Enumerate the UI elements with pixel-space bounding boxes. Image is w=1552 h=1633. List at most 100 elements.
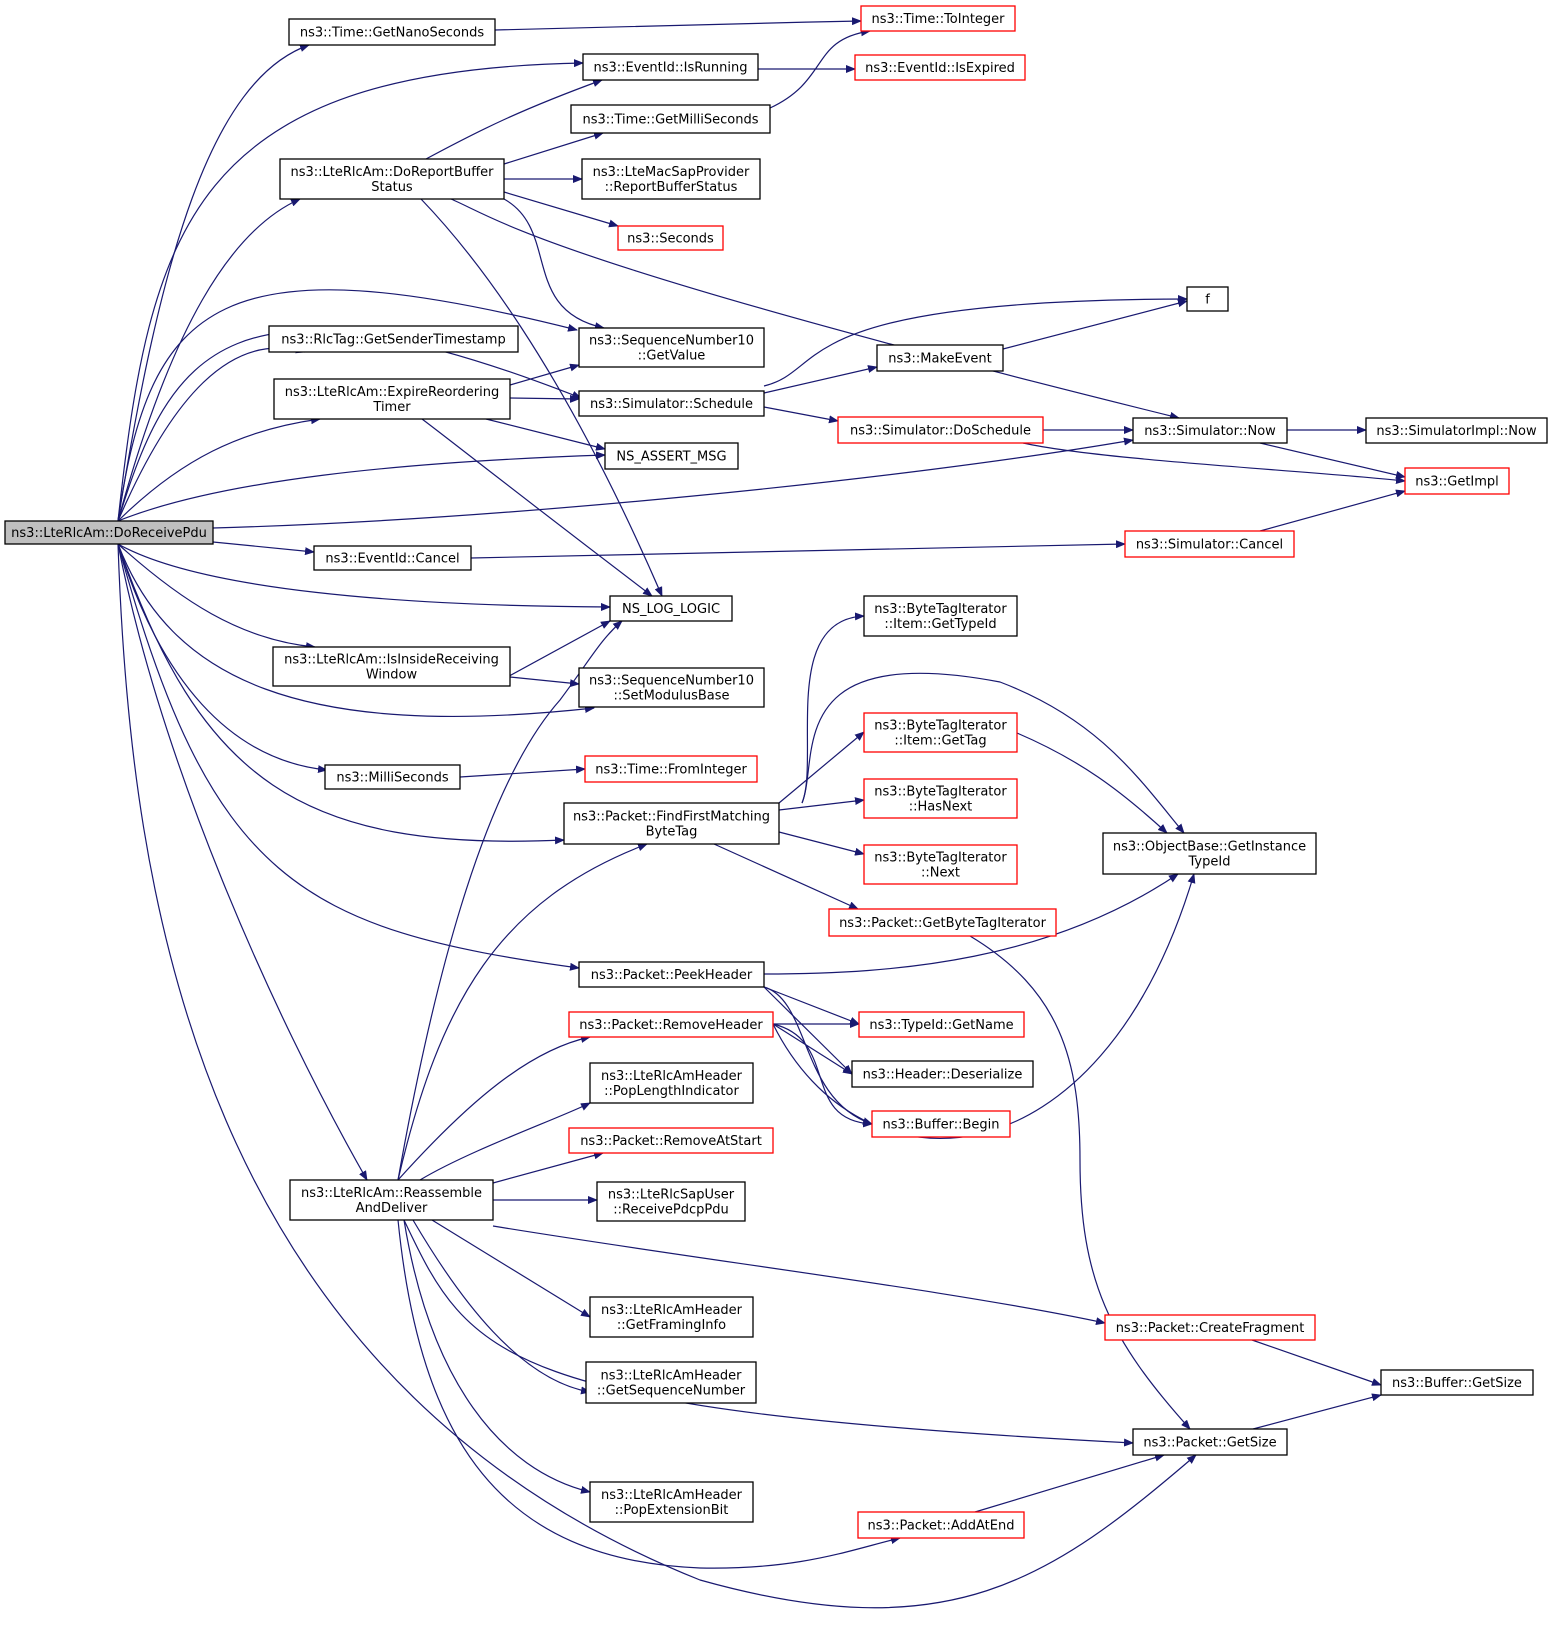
node-getbti[interactable]: ns3::Packet::GetByteTagIterator xyxy=(828,908,1057,937)
node-seconds[interactable]: ns3::Seconds xyxy=(617,225,724,251)
node-root[interactable]: ns3::LteRlcAm::DoReceivePdu xyxy=(4,520,214,545)
node-makeevent[interactable]: ns3::MakeEvent xyxy=(876,344,1004,372)
call-edge xyxy=(117,44,310,522)
node-label: ns3::LteRlcAm::DoReportBuffer xyxy=(290,165,494,180)
call-edge xyxy=(778,731,865,804)
node-popext[interactable]: ns3::LteRlcAmHeader::PopExtensionBit xyxy=(589,1481,754,1523)
node-getseqnum[interactable]: ns3::LteRlcAmHeader::GetSequenceNumber xyxy=(585,1361,757,1404)
node-label: ns3::SequenceNumber10 xyxy=(589,334,754,349)
node-nslog[interactable]: NS_LOG_LOGIC xyxy=(609,595,733,622)
node-label: ns3::LteMacSapProvider xyxy=(593,165,750,180)
node-isrunning[interactable]: ns3::EventId::IsRunning xyxy=(582,53,759,81)
node-btigettype[interactable]: ns3::ByteTagIterator::Item::GetTypeId xyxy=(863,595,1018,637)
node-deserialize[interactable]: ns3::Header::Deserialize xyxy=(851,1060,1034,1088)
call-edge xyxy=(419,1102,591,1181)
node-millisec[interactable]: ns3::MilliSeconds xyxy=(324,764,461,790)
node-label: ns3::Packet::GetSize xyxy=(1143,1436,1276,1451)
node-bufbegin[interactable]: ns3::Buffer::Begin xyxy=(871,1110,1011,1138)
node-label: ns3::Packet::CreateFragment xyxy=(1116,1321,1305,1336)
node-peek[interactable]: ns3::Packet::PeekHeader xyxy=(578,961,765,988)
node-btinext[interactable]: ns3::ByteTagIterator::Next xyxy=(863,844,1018,885)
node-label: ns3::ByteTagIterator xyxy=(874,602,1007,617)
node-label: ns3::LteRlcAm::ExpireReordering xyxy=(285,385,500,400)
node-simcancel[interactable]: ns3::Simulator::Cancel xyxy=(1124,530,1295,558)
node-label: ns3::LteRlcAmHeader xyxy=(601,1488,743,1503)
call-edge xyxy=(212,541,315,556)
node-macsap[interactable]: ns3::LteMacSapProvider::ReportBufferStat… xyxy=(581,158,761,200)
node-assert[interactable]: NS_ASSERT_MSG xyxy=(604,442,739,470)
node-removeatstart[interactable]: ns3::Packet::RemoveAtStart xyxy=(568,1127,774,1154)
call-edge xyxy=(117,543,611,611)
call-edge xyxy=(117,289,578,522)
node-label: ns3::LteRlcAm::IsInsideReceiving xyxy=(284,653,499,668)
node-btihasnext[interactable]: ns3::ByteTagIterator::HasNext xyxy=(863,778,1018,819)
node-label: ns3::Packet::GetByteTagIterator xyxy=(839,916,1047,931)
call-edge xyxy=(117,543,565,845)
call-edge xyxy=(1259,489,1406,532)
call-edge xyxy=(403,1219,591,1494)
node-framing[interactable]: ns3::LteRlcAmHeader::GetFramingInfo xyxy=(589,1296,754,1338)
node-poplen[interactable]: ns3::LteRlcAmHeader::PopLengthIndicator xyxy=(589,1062,754,1104)
node-label: ns3::Simulator::Schedule xyxy=(590,397,753,412)
call-edge xyxy=(763,365,878,394)
node-getname[interactable]: ns3::TypeId::GetName xyxy=(858,1011,1025,1038)
node-createfrag[interactable]: ns3::Packet::CreateFragment xyxy=(1104,1314,1316,1341)
node-label: ns3::SimulatorImpl::Now xyxy=(1376,424,1537,439)
call-edge xyxy=(969,935,1191,1430)
node-getimpl[interactable]: ns3::GetImpl xyxy=(1404,467,1510,495)
node-label: ns3::MilliSeconds xyxy=(336,771,449,786)
call-edge xyxy=(117,416,321,522)
call-edge xyxy=(397,843,648,1181)
node-isexpired[interactable]: ns3::EventId::IsExpired xyxy=(854,54,1026,81)
node-label: ns3::LteRlcSapUser xyxy=(608,1188,735,1203)
node-doschedule[interactable]: ns3::Simulator::DoSchedule xyxy=(837,416,1044,444)
call-edge xyxy=(713,843,859,910)
node-label: ns3::LteRlcAmHeader xyxy=(601,1303,743,1318)
node-label: ns3::GetImpl xyxy=(1415,475,1499,490)
node-simimplnow[interactable]: ns3::SimulatorImpl::Now xyxy=(1365,417,1548,444)
call-edge xyxy=(117,543,595,717)
node-label: ns3::ByteTagIterator xyxy=(874,785,1007,800)
node-btigettag[interactable]: ns3::ByteTagIterator::Item::GetTag xyxy=(863,712,1018,753)
node-simnow[interactable]: ns3::Simulator::Now xyxy=(1132,417,1288,444)
node-setmod[interactable]: ns3::SequenceNumber10::SetModulusBase xyxy=(578,667,765,708)
call-edge xyxy=(459,765,586,778)
node-label: ::Next xyxy=(921,866,960,881)
node-bufgetsize[interactable]: ns3::Buffer::GetSize xyxy=(1380,1369,1534,1396)
node-seqgetval[interactable]: ns3::SequenceNumber10::GetValue xyxy=(578,327,765,368)
call-edge xyxy=(801,612,865,804)
call-edge xyxy=(1016,732,1168,834)
node-label: ns3::Packet::FindFirstMatching xyxy=(573,810,770,825)
node-evcancel[interactable]: ns3::EventId::Cancel xyxy=(313,545,472,571)
node-label: ByteTag xyxy=(646,825,698,840)
node-label: ns3::ByteTagIterator xyxy=(874,851,1007,866)
node-label: Status xyxy=(371,180,413,195)
node-removehdr[interactable]: ns3::Packet::RemoveHeader xyxy=(568,1011,774,1038)
call-edge xyxy=(492,1151,604,1184)
node-pktgetsize[interactable]: ns3::Packet::GetSize xyxy=(1132,1428,1288,1456)
call-edge xyxy=(412,1219,591,1395)
node-frominteger[interactable]: ns3::Time::FromInteger xyxy=(584,755,758,783)
node-rlcsap[interactable]: ns3::LteRlcSapUser::ReceivePdcpPdu xyxy=(596,1181,746,1222)
node-rlctag[interactable]: ns3::RlcTag::GetSenderTimestamp xyxy=(268,325,519,353)
node-f[interactable]: f xyxy=(1186,286,1229,312)
node-label: ::Item::GetTag xyxy=(894,734,986,749)
node-label: ::ReceivePdcpPdu xyxy=(613,1203,728,1218)
node-label: ns3::Simulator::Now xyxy=(1144,424,1276,439)
call-edge xyxy=(769,28,871,109)
node-addatend[interactable]: ns3::Packet::AddAtEnd xyxy=(857,1511,1025,1539)
node-getnano[interactable]: ns3::Time::GetNanoSeconds xyxy=(288,18,496,46)
call-edge xyxy=(801,672,1185,834)
node-label: ns3::Packet::PeekHeader xyxy=(591,968,753,983)
node-getmilli[interactable]: ns3::Time::GetMilliSeconds xyxy=(570,104,771,134)
node-label: ns3::Packet::RemoveAtStart xyxy=(580,1134,762,1149)
node-schedule[interactable]: ns3::Simulator::Schedule xyxy=(578,390,765,417)
node-tointeger[interactable]: ns3::Time::ToInteger xyxy=(860,5,1016,32)
node-label: ns3::Time::FromInteger xyxy=(595,763,747,778)
